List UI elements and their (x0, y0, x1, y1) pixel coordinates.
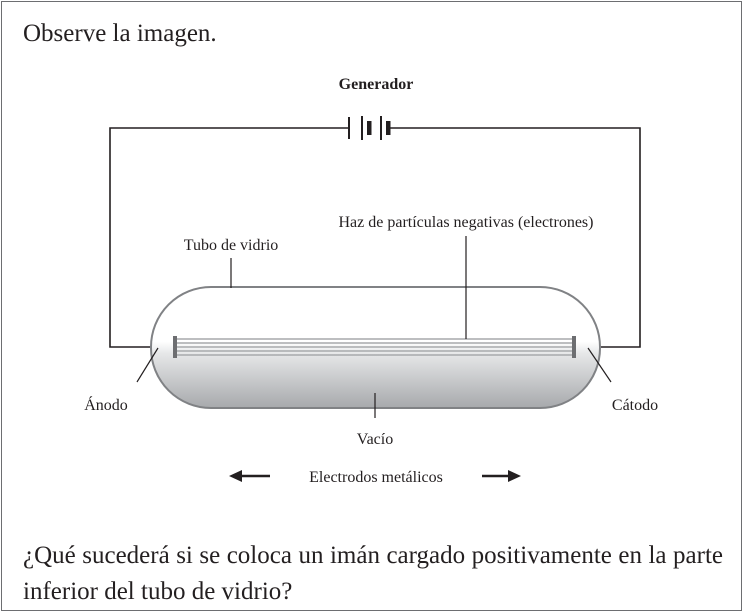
question-text: ¿Qué sucederá si se coloca un imán carga… (23, 542, 723, 605)
generator-label: Generador (339, 76, 414, 93)
intro-text: Observe la imagen. (23, 20, 217, 47)
electron-beam (177, 338, 572, 356)
circuit-wire (109, 127, 641, 348)
cathode-ray-tube-diagram: Generador Haz de partículas negativas (e… (84, 76, 658, 486)
left-arrow-icon (229, 470, 270, 482)
vacuum-label: Vacío (357, 431, 393, 448)
label-leader-lines (136, 236, 612, 418)
right-arrow-icon (482, 470, 521, 482)
beam-label: Haz de partículas negativas (electrones) (339, 214, 594, 231)
glass-tube-label: Tubo de vidrio (184, 237, 279, 254)
cathode-label: Cátodo (612, 397, 658, 414)
electrodes-label: Electrodos metálicos (309, 469, 443, 486)
anode-electrode (173, 336, 177, 358)
cathode-electrode (572, 336, 576, 358)
generator-battery-icon (348, 116, 391, 140)
anode-label: Ánodo (84, 395, 128, 414)
